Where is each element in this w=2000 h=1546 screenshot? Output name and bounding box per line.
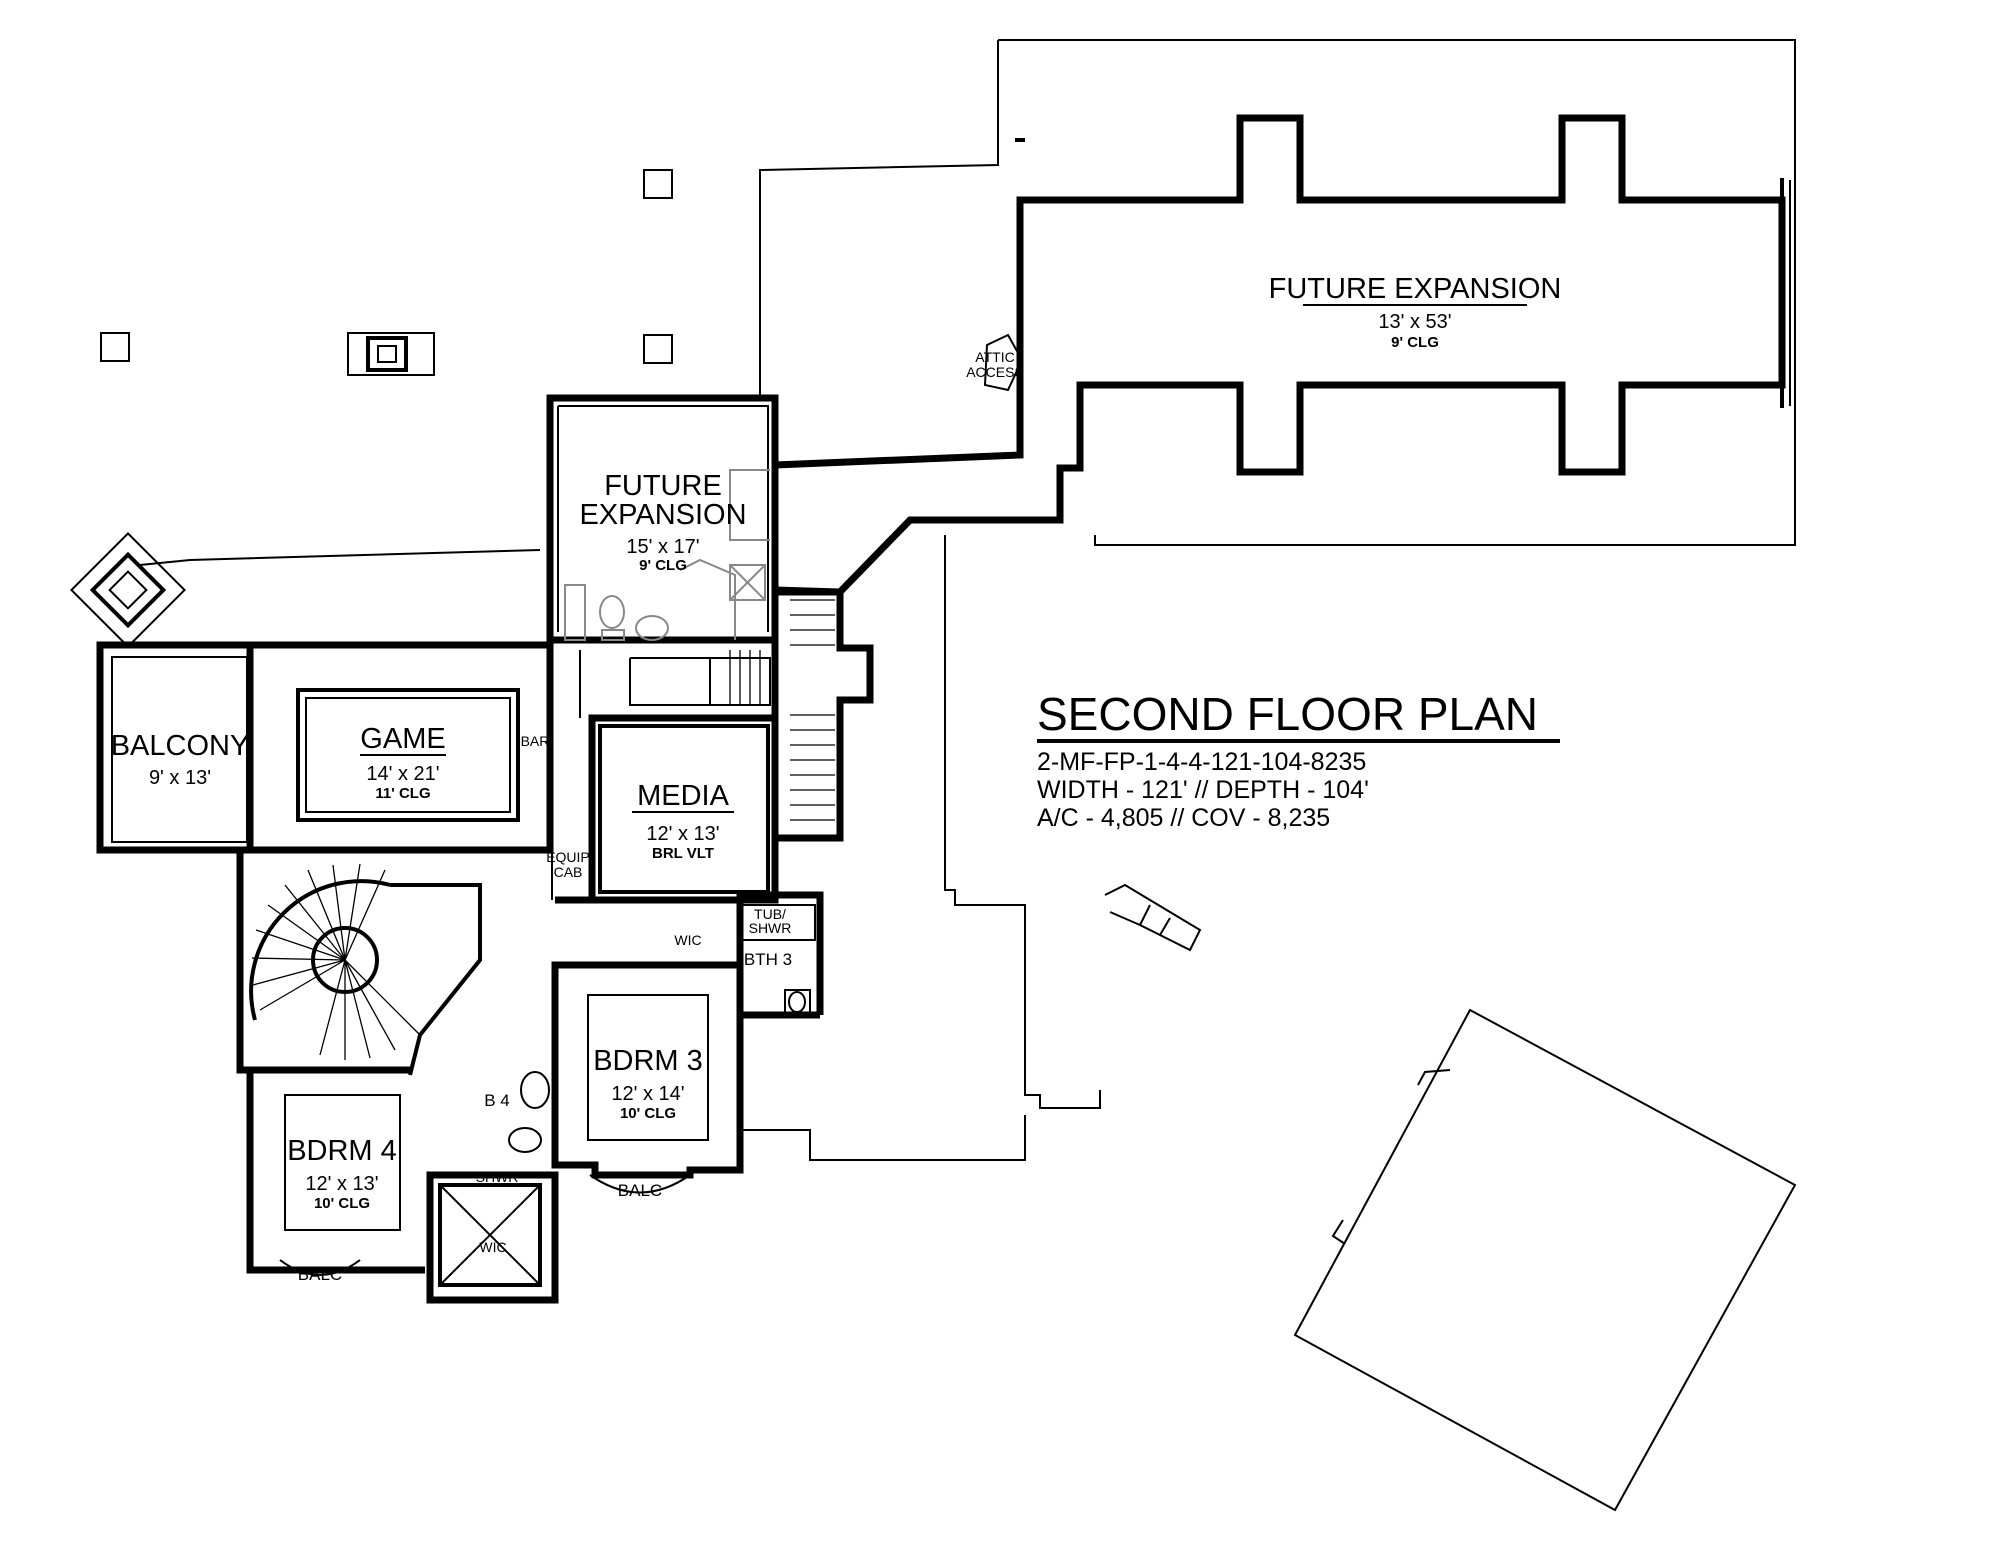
balc-bdrm3-label: BALC bbox=[618, 1181, 662, 1200]
bath4-label: B 4 bbox=[484, 1091, 510, 1110]
future-expansion-large-ceiling: 9' CLG bbox=[1391, 334, 1439, 351]
plan-number: 2-MF-FP-1-4-4-121-104-8235 bbox=[1037, 748, 1366, 776]
lower-roof-outline bbox=[70, 39, 1797, 1512]
column-marker bbox=[100, 332, 130, 362]
balc-bdrm4-label: BALC bbox=[298, 1265, 342, 1284]
bedroom-interiors bbox=[279, 904, 816, 1287]
future-expansion-small-ceiling: 9' CLG bbox=[639, 557, 687, 574]
future-expansion-large-walls bbox=[771, 114, 1791, 596]
fireplace-chimney bbox=[70, 532, 186, 648]
future-expansion-large-dims: 13' x 53' bbox=[1378, 311, 1451, 333]
fixture-labels: BAR EQUIP CAB ATTIC ACCESS WIC TUB/ SHWR… bbox=[298, 349, 1024, 1284]
balcony-dims: 9' x 13' bbox=[149, 767, 211, 789]
chimney-flue bbox=[366, 336, 408, 372]
future-expansion-large-name: FUTURE EXPANSION bbox=[1269, 273, 1562, 305]
balcony-name: BALCONY bbox=[111, 730, 250, 762]
bdrm4-ceiling: 10' CLG bbox=[314, 1195, 370, 1212]
garage-roof-outline bbox=[1293, 1008, 1797, 1512]
media-dims: 12' x 13' bbox=[646, 823, 719, 845]
bdrm4-name: BDRM 4 bbox=[287, 1135, 397, 1167]
equip-label-1: EQUIP bbox=[546, 849, 590, 865]
future-expansion-small-name-2: EXPANSION bbox=[579, 499, 746, 531]
future-expansion-small-name-1: FUTURE bbox=[604, 470, 722, 502]
game-dims: 14' x 21' bbox=[366, 763, 439, 785]
bath-fixtures bbox=[564, 469, 770, 641]
spiral-staircase bbox=[249, 863, 482, 1076]
equip-label-2: CAB bbox=[554, 864, 583, 880]
title-block: SECOND FLOOR PLAN 2-MF-FP-1-4-4-121-104-… bbox=[1037, 688, 1560, 832]
media-ceiling: BRL VLT bbox=[652, 845, 714, 862]
wic-lower-label: WIC bbox=[479, 1239, 506, 1255]
media-room-walls bbox=[598, 724, 770, 894]
bath3-label: BTH 3 bbox=[744, 950, 792, 969]
attic-access-hatch bbox=[983, 333, 1024, 392]
bdrm4-dims: 12' x 13' bbox=[305, 1173, 378, 1195]
wic-upper-label: WIC bbox=[674, 932, 701, 948]
game-ceiling: 11' CLG bbox=[375, 785, 430, 802]
plan-width-depth: WIDTH - 121' // DEPTH - 104' bbox=[1037, 776, 1369, 804]
plan-area: A/C - 4,805 // COV - 8,235 bbox=[1037, 804, 1330, 832]
attic-label-2: ACCESS bbox=[966, 364, 1024, 380]
media-name: MEDIA bbox=[637, 780, 730, 812]
column-marker bbox=[643, 334, 673, 364]
second-floor-walls bbox=[96, 394, 874, 1304]
main-staircase bbox=[729, 599, 835, 821]
shower-box bbox=[438, 1183, 542, 1287]
shower-label: SHWR bbox=[476, 1169, 519, 1185]
tub-label-2: SHWR bbox=[749, 920, 792, 936]
bdrm3-dims: 12' x 14' bbox=[611, 1083, 684, 1105]
bar-label: BAR bbox=[521, 733, 550, 749]
plan-title: SECOND FLOOR PLAN bbox=[1037, 688, 1538, 740]
future-expansion-small-dims: 15' x 17' bbox=[626, 536, 699, 558]
game-room-coffer bbox=[296, 688, 520, 822]
column-marker bbox=[643, 169, 673, 199]
attic-label-1: ATTIC bbox=[975, 349, 1014, 365]
chimney-cap bbox=[347, 332, 435, 376]
room-labels: FUTURE EXPANSION 13' x 53' 9' CLG FUTURE… bbox=[111, 273, 1562, 1212]
bdrm3-name: BDRM 3 bbox=[593, 1045, 703, 1077]
game-name: GAME bbox=[360, 723, 445, 755]
tub-label-1: TUB/ bbox=[754, 906, 786, 922]
bdrm3-ceiling: 10' CLG bbox=[620, 1105, 676, 1122]
